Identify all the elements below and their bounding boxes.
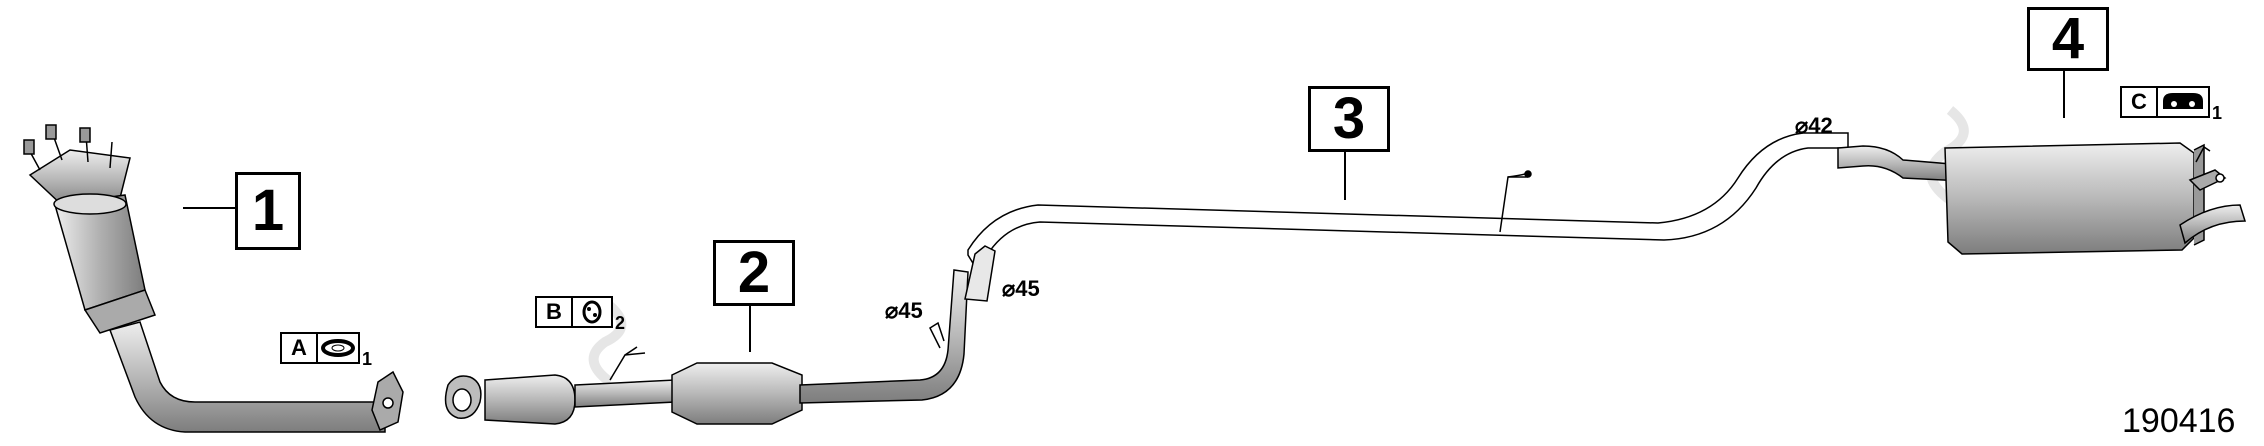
leader-lines — [183, 65, 2065, 352]
diameter-label-1: ⌀45 — [885, 298, 923, 323]
diagram-reference-number: 190416 — [2122, 402, 2236, 440]
kit-c-label: C 1 — [2120, 86, 2222, 123]
callout-3: 3 — [1308, 86, 1390, 152]
watermark-logo — [588, 106, 1969, 387]
rubber-hanger-icon — [573, 296, 613, 328]
part-2-mid-pipe-catalyst[interactable] — [444, 269, 969, 446]
kit-a-label: A 1 — [280, 332, 372, 369]
diameter-label-3: ⌀42 — [1795, 113, 1833, 138]
kit-b-label: B 2 — [535, 296, 625, 333]
kit-c-letter: C — [2120, 86, 2158, 118]
gasket-ring-icon — [318, 332, 360, 364]
callout-4: 4 — [2027, 7, 2109, 71]
callout-1: 1 — [235, 172, 301, 250]
callout-2: 2 — [713, 240, 795, 306]
part-3-center-pipe[interactable] — [964, 132, 1849, 302]
kit-b-letter: B — [535, 296, 573, 328]
kit-c-qty: 1 — [2212, 103, 2223, 123]
kit-a-letter: A — [280, 332, 318, 364]
diameter-label-2: ⌀45 — [1002, 276, 1040, 301]
part-4-rear-silencer[interactable] — [1837, 142, 2247, 255]
exhaust-clamp-icon — [2158, 86, 2210, 118]
kit-b-qty: 2 — [615, 313, 626, 333]
kit-a-qty: 1 — [362, 349, 373, 369]
part-1-front-pipe-catalyst[interactable] — [23, 124, 404, 433]
